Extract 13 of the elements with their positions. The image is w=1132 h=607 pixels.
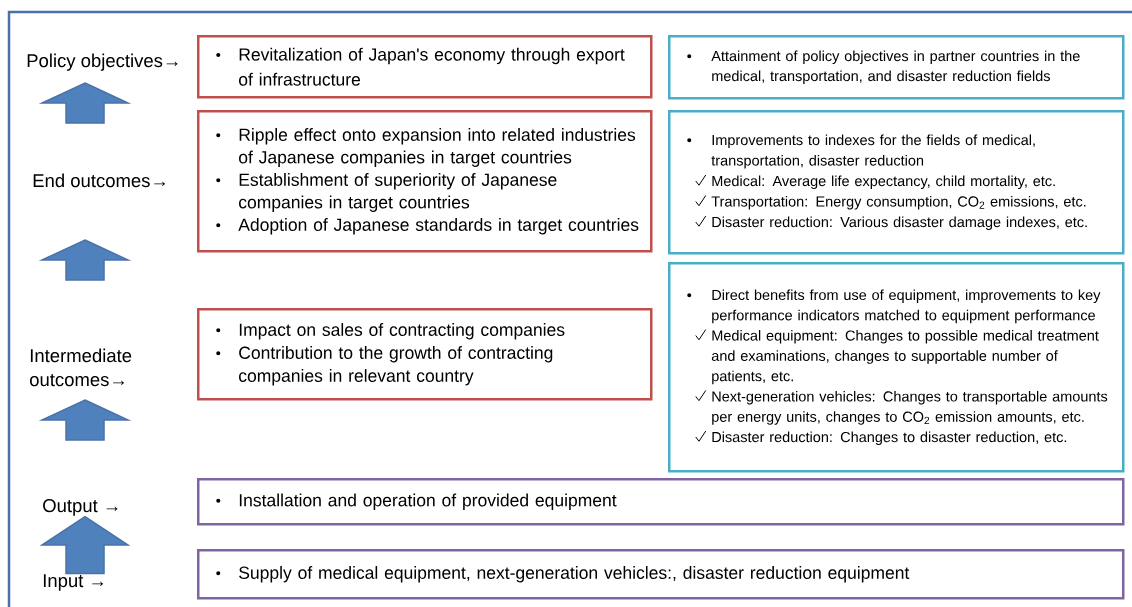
- outcome-box: Revitalization of Japan's economy through export of infrastructure: [197, 35, 653, 99]
- level-label: Intermediate outcomes→: [30, 348, 132, 387]
- level-label: Output →: [43, 499, 118, 516]
- level-label: End outcomes→: [33, 173, 166, 188]
- outcome-box: Impact on sales of contracting companies Contribution to the growth of contracting companies in relevant country: [197, 308, 653, 401]
- outcome-box: Attainment of policy objectives in partner countries in the medical, transportation, and disaster reduction fields: [668, 35, 1125, 100]
- level-label: Input →: [43, 574, 104, 591]
- outcome-box: Ripple effect onto expansion into related industries of Japanese companies in target countries Establishment of superiority of Japanese companies in target countries Adoption of Japanese standards in target countries: [197, 110, 653, 253]
- outcome-box: Supply of medical equipment, next-generation vehicles:, disaster reduction equipment: [197, 549, 1125, 600]
- outcome-box: Improvements to indexes for the fields of medical, transportation, disaster reduction Medical: Average life expectancy, child mortality, etc. Transportation: Energy consumption, CO$_{2}$ emissions, etc. Disaster reduction: Various disaster damage indexes, etc.: [668, 110, 1125, 255]
- level-label: Policy objectives→: [27, 53, 178, 71]
- outcome-box: Direct benefits from use of equipment, improvements to key performance indicators matched to equipment performance Medical equipment: Changes to possible medical treatment and examinations, changes to supportable number of patients, etc. Next-generation vehicles: Changes to transportable amounts per energy units, changes to CO$_{2}$ emission amounts, etc. Disaster reduction: Changes to disaster reduction, etc.: [668, 262, 1125, 473]
- outcome-box: Installation and operation of provided equipment: [197, 478, 1125, 526]
